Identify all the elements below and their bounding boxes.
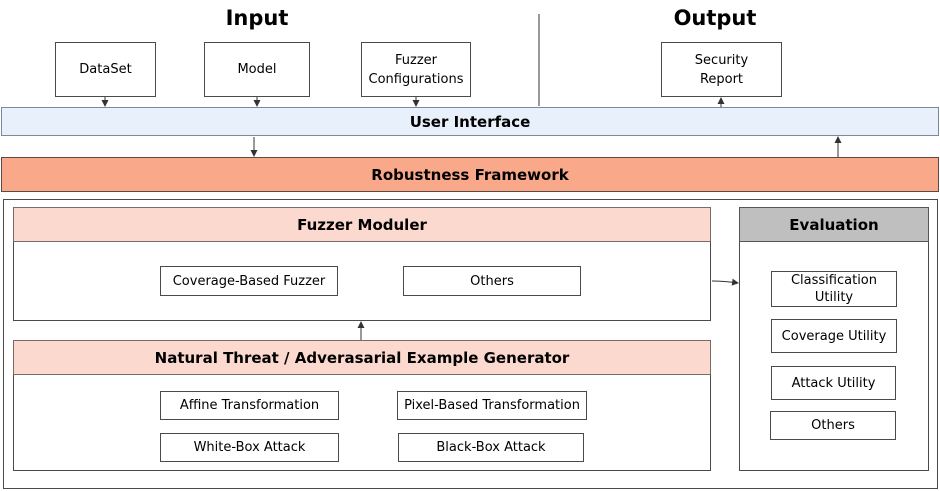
coverage-utility-box: Coverage Utility	[771, 319, 897, 353]
fuzzer-configurations-box: Fuzzer Configurations	[361, 42, 471, 97]
user-interface-bar: User Interface	[1, 107, 939, 136]
fuzzer-others-label: Others	[470, 273, 514, 289]
pixel-based-transformation-label: Pixel-Based Transformation	[404, 398, 580, 413]
fuzzer-module-title: Fuzzer Moduler	[297, 215, 427, 234]
model-label: Model	[237, 62, 277, 77]
black-box-attack-label: Black-Box Attack	[436, 440, 546, 455]
coverage-utility-label: Coverage Utility	[781, 328, 887, 344]
coverage-based-fuzzer-label: Coverage-Based Fuzzer	[172, 273, 326, 289]
pixel-based-transformation-box: Pixel-Based Transformation	[397, 391, 587, 420]
affine-transformation-box: Affine Transformation	[160, 391, 339, 420]
generator-header: Natural Threat / Adverasarial Example Ge…	[13, 340, 711, 375]
security-report-label-line1: Security	[694, 52, 749, 68]
dataset-label: DataSet	[79, 62, 132, 77]
security-report-box: Security Report	[661, 42, 782, 97]
fuzzer-configurations-label-line2: Configurations	[368, 71, 464, 87]
white-box-attack-label: White-Box Attack	[193, 440, 306, 455]
fuzzer-others-box: Others	[403, 266, 581, 296]
attack-utility-label: Attack Utility	[791, 375, 876, 391]
evaluation-header: Evaluation	[739, 207, 929, 242]
evaluation-others-label: Others	[811, 418, 855, 433]
robustness-framework-bar: Robustness Framework	[1, 157, 939, 192]
classification-utility-box: Classification Utility	[771, 271, 897, 307]
classification-utility-label: Classification Utility	[790, 273, 878, 305]
dataset-box: DataSet	[55, 42, 156, 97]
evaluation-title: Evaluation	[789, 215, 879, 234]
generator-title: Natural Threat / Adverasarial Example Ge…	[154, 348, 570, 367]
security-report-label-line2: Report	[699, 71, 744, 87]
fuzzer-configurations-label-line1: Fuzzer	[395, 52, 437, 68]
robustness-framework-label: Robustness Framework	[371, 165, 569, 184]
affine-transformation-label: Affine Transformation	[179, 398, 320, 413]
framework-container	[3, 199, 938, 489]
evaluation-others-box: Others	[770, 411, 896, 440]
input-heading: Input	[225, 6, 289, 30]
output-heading: Output	[673, 6, 757, 30]
fuzzer-module-header: Fuzzer Moduler	[13, 207, 711, 242]
coverage-based-fuzzer-box: Coverage-Based Fuzzer	[160, 266, 338, 296]
user-interface-label: User Interface	[409, 112, 531, 131]
white-box-attack-box: White-Box Attack	[160, 433, 339, 462]
attack-utility-box: Attack Utility	[771, 366, 896, 400]
model-box: Model	[204, 42, 310, 97]
black-box-attack-box: Black-Box Attack	[398, 433, 584, 462]
